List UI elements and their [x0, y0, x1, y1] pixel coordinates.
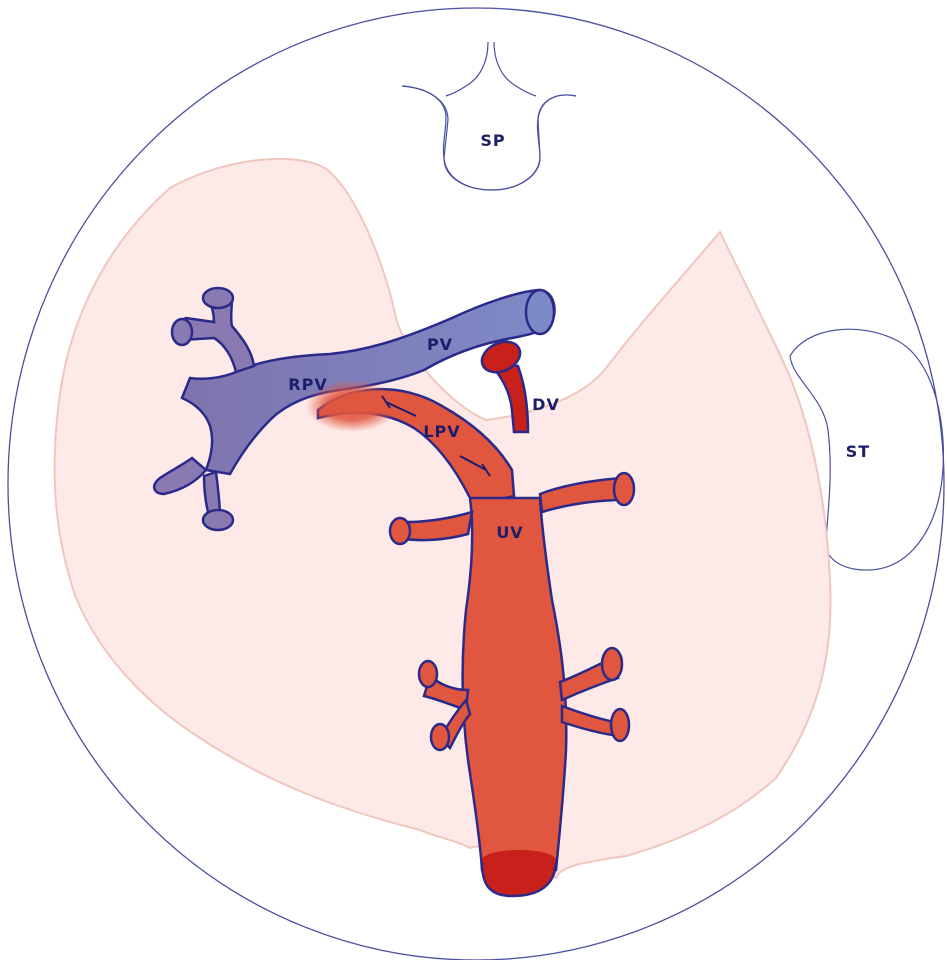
label-uv: UV [496, 523, 523, 542]
label-rpv: RPV [288, 375, 327, 394]
label-st: ST [846, 442, 870, 461]
label-sp: SP [480, 131, 505, 150]
label-dv: DV [532, 395, 560, 414]
label-lpv: LPV [423, 422, 460, 441]
spine-outline [402, 42, 576, 190]
label-pv: PV [427, 335, 453, 354]
